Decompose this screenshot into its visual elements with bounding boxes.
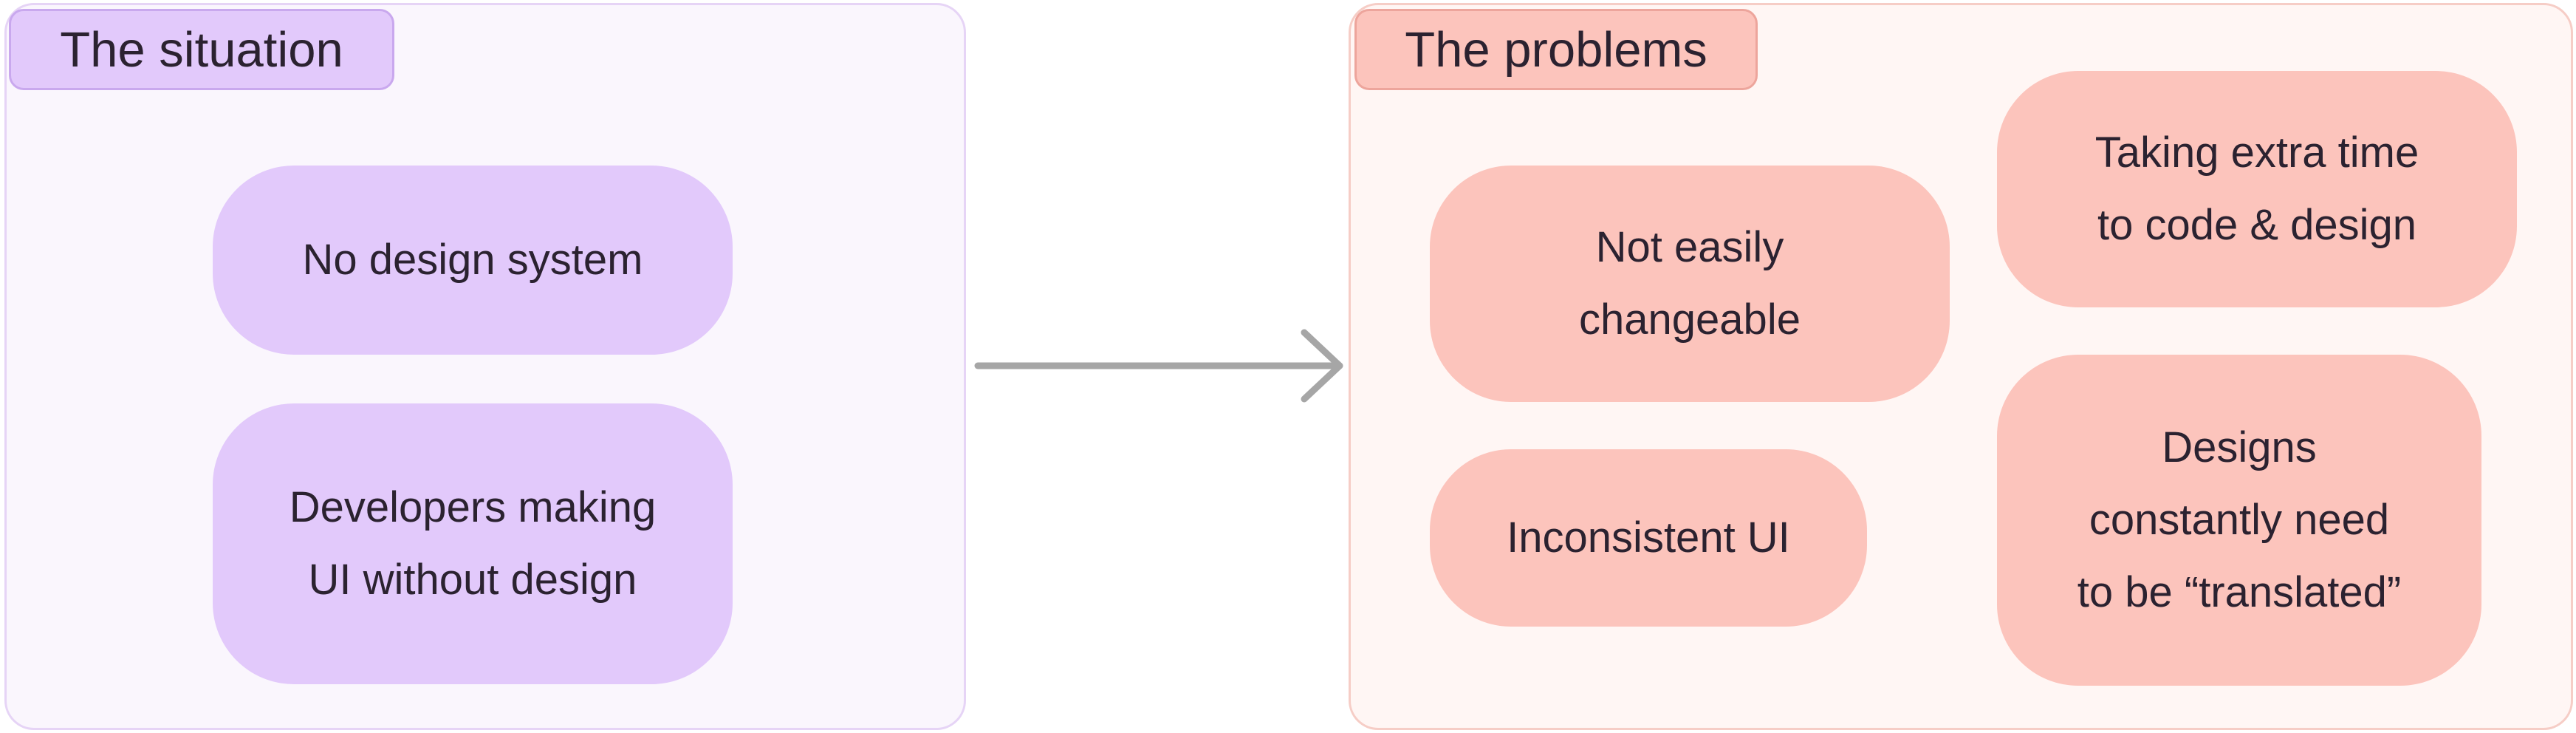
situation-item-label: No design system <box>302 236 643 284</box>
situation-title-text: The situation <box>60 21 343 78</box>
problem-item-designs-need-translation: Designs constantly need to be “translate… <box>1997 355 2481 686</box>
situation-item-label: Developers making UI without design <box>289 483 657 604</box>
problems-title-text: The problems <box>1405 21 1707 78</box>
problem-item-inconsistent-ui: Inconsistent UI <box>1430 449 1867 627</box>
situation-item-no-design-system: No design system <box>213 166 733 355</box>
situation-title: The situation <box>9 9 394 90</box>
problems-title: The problems <box>1354 9 1758 90</box>
problem-item-label: Not easily changeable <box>1579 223 1801 344</box>
situation-item-developers-making-ui: Developers making UI without design <box>213 403 733 684</box>
right-arrow-icon <box>974 329 1343 403</box>
problem-item-label: Designs constantly need to be “translate… <box>2077 423 2402 616</box>
problem-item-label: Inconsistent UI <box>1507 514 1790 562</box>
problem-item-taking-extra-time: Taking extra time to code & design <box>1997 71 2517 307</box>
problem-item-not-easily-changeable: Not easily changeable <box>1430 166 1950 402</box>
problem-item-label: Taking extra time to code & design <box>2094 129 2419 249</box>
